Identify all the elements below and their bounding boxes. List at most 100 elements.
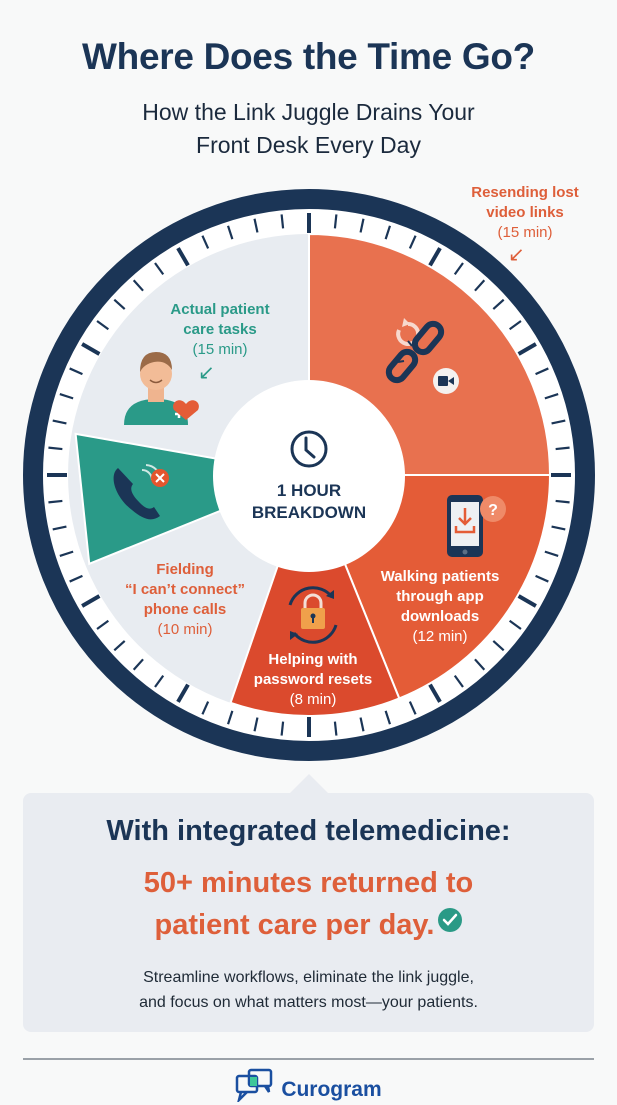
tick-mark <box>359 717 365 732</box>
tick-mark <box>154 262 165 276</box>
label-line: “I can’t connect” <box>124 581 246 598</box>
tick-mark <box>333 721 338 736</box>
tick-mark <box>474 279 486 292</box>
subtitle-line-2: Front Desk Every Day <box>196 132 421 158</box>
label-line: Resending lost <box>471 184 579 201</box>
tick-mark <box>48 499 63 504</box>
time-breakdown-dial: ? <box>23 189 595 761</box>
tick-mark <box>474 658 486 671</box>
label-line: care tasks <box>183 321 257 338</box>
tick-mark <box>555 446 570 451</box>
page-subtitle: How the Link Juggle Drains Your Front De… <box>0 96 617 162</box>
tick-mark <box>81 594 101 608</box>
tick-mark <box>384 225 392 240</box>
footer-divider <box>23 1058 594 1060</box>
label-line: video links <box>486 204 564 221</box>
body-line: and focus on what matters most—your pati… <box>139 994 478 1011</box>
subtitle-line-1: How the Link Juggle Drains Your <box>142 99 475 125</box>
tick-mark <box>408 235 417 249</box>
summary-heading: With integrated telemedicine: <box>106 815 511 847</box>
label-line: Fielding <box>156 561 214 578</box>
clock-icon <box>290 430 328 468</box>
tick-mark <box>132 658 144 671</box>
tick-mark <box>384 710 392 725</box>
tick-mark <box>96 619 110 630</box>
center-label-line: 1 HOUR <box>276 481 342 500</box>
tick-mark <box>201 235 210 249</box>
highlight-text: patient care per day. <box>154 909 435 941</box>
summary-box <box>23 793 594 1032</box>
tick-mark <box>113 298 126 310</box>
tick-mark <box>544 392 559 400</box>
tick-mark <box>408 701 417 715</box>
tick-mark <box>226 710 234 725</box>
tick-mark <box>453 674 464 688</box>
tick-mark <box>517 594 537 608</box>
tick-mark <box>359 218 365 233</box>
tick-mark <box>453 262 464 276</box>
tick-mark <box>176 247 190 267</box>
tick-mark <box>52 525 67 531</box>
tick-mark <box>333 214 338 229</box>
center-label: 1 HOUR BREAKDOWN <box>229 480 389 524</box>
tick-mark <box>517 342 537 356</box>
center-circle <box>213 380 405 572</box>
tick-mark <box>253 717 259 732</box>
label-resending: Resending lost video links (15 min) <box>440 183 610 243</box>
tick-mark <box>59 550 74 558</box>
tick-mark <box>48 446 63 451</box>
tick-mark <box>535 574 549 583</box>
tick-mark <box>551 525 566 531</box>
tick-mark <box>201 701 210 715</box>
brand-footer: Curogram <box>0 1068 617 1102</box>
tick-mark <box>508 619 522 630</box>
phone-error-icon <box>113 464 169 520</box>
caregiver-heart-icon <box>124 352 199 425</box>
tick-mark <box>508 320 522 331</box>
label-line: through app <box>396 588 484 605</box>
minutes-label: (15 min) <box>497 224 553 241</box>
highlight-line-with-check: patient care per day. <box>0 904 617 946</box>
label-line: Walking patients <box>380 568 500 585</box>
label-line: password resets <box>253 671 373 688</box>
tick-mark <box>69 367 83 376</box>
tick-mark <box>69 574 83 583</box>
tick-mark <box>551 419 566 425</box>
label-password: Helping with password resets (8 min) <box>238 650 388 710</box>
tick-mark <box>544 550 559 558</box>
tick-mark <box>555 499 570 504</box>
tick-mark <box>253 218 259 233</box>
phone-download-question-icon: ? <box>447 495 506 557</box>
tick-mark <box>280 214 285 229</box>
highlight-line: 50+ minutes returned to <box>143 867 474 899</box>
clock-ticks <box>47 213 571 737</box>
tick-mark <box>535 367 549 376</box>
minutes-label: (10 min) <box>157 621 213 638</box>
brand-name: Curogram <box>281 1078 382 1101</box>
tick-mark <box>52 419 67 425</box>
tick-mark <box>154 674 165 688</box>
label-fielding: Fielding “I can’t connect” phone calls (… <box>110 560 260 640</box>
tick-mark <box>280 721 285 736</box>
tick-mark <box>176 683 190 703</box>
label-walking: Walking patients through app downloads (… <box>365 567 515 647</box>
summary-body: Streamline workflows, eliminate the link… <box>0 965 617 1015</box>
lock-refresh-icon <box>288 586 338 644</box>
label-line: phone calls <box>143 601 227 618</box>
page-title: Where Does the Time Go? <box>82 36 535 77</box>
arrow-icon: ↙ <box>508 244 525 266</box>
minutes-label: (12 min) <box>412 628 468 645</box>
label-line: Helping with <box>268 651 358 668</box>
arrow-icon: ↙ <box>198 362 215 384</box>
broken-link-video-icon <box>385 318 459 394</box>
body-line: Streamline workflows, eliminate the link… <box>143 969 474 986</box>
tick-mark <box>96 320 110 331</box>
tick-mark <box>428 683 442 703</box>
label-line: Actual patient <box>170 301 270 318</box>
center-label-line: BREAKDOWN <box>251 503 367 522</box>
summary-highlight: 50+ minutes returned to patient care per… <box>0 862 617 946</box>
dial-outer-ring <box>23 189 595 761</box>
tick-mark <box>492 640 505 652</box>
tick-mark <box>81 342 101 356</box>
label-patient-care: Actual patient care tasks (15 min) <box>140 300 300 360</box>
